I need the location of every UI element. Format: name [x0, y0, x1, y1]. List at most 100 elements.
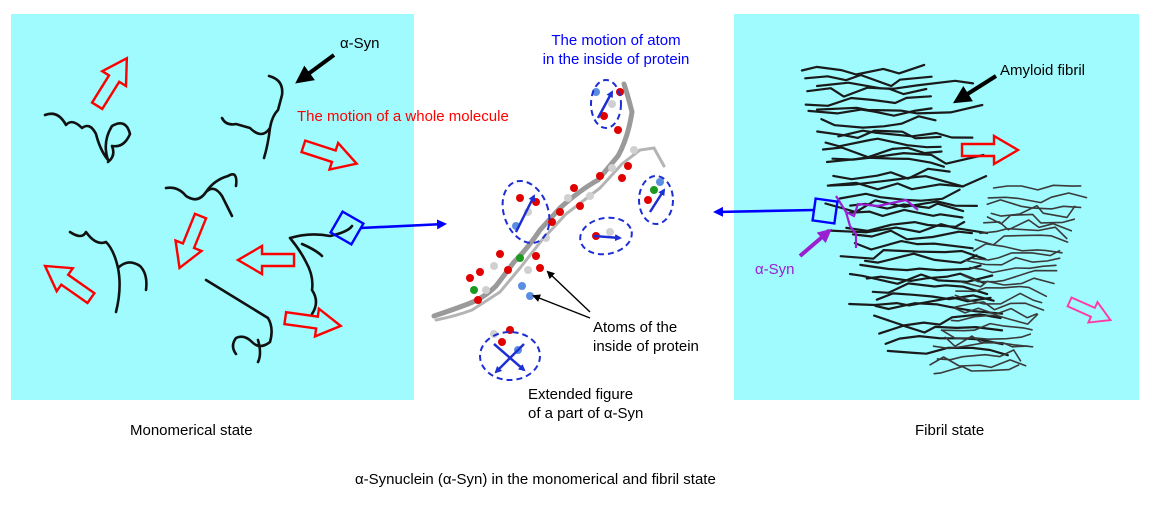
monomer-chain — [43, 112, 132, 164]
fibril-strand — [851, 229, 973, 241]
motion-arrow — [35, 253, 101, 311]
fibril-strand — [821, 146, 943, 159]
atom-motion-ring — [638, 175, 674, 225]
fibril-strand — [804, 95, 932, 107]
motion-arrow — [84, 49, 140, 115]
fibril-strand — [848, 272, 994, 285]
fibril-strand — [874, 302, 1004, 315]
fibril-strand — [954, 292, 1043, 305]
fibril-strand — [826, 175, 988, 188]
fibril-strand — [964, 256, 1061, 266]
link-arrow-right — [713, 206, 815, 217]
label-atoms-inside: Atoms of the inside of protein — [593, 318, 699, 356]
whole-molecule-motion-arrows — [35, 49, 363, 341]
monomer-chain — [288, 224, 354, 316]
pointer-arrow-amyloid — [952, 74, 998, 104]
fibril-strand — [884, 335, 1004, 346]
amyloid-fibril-secondary — [929, 184, 1088, 375]
fibril-strand — [829, 181, 964, 191]
fibril-strand — [972, 249, 1061, 261]
zoom-box-left — [328, 209, 366, 247]
monomer-panel — [11, 14, 414, 400]
fibril-strand — [954, 307, 1038, 319]
fibril-strand — [859, 263, 982, 272]
fibril-strand — [865, 272, 986, 285]
fibril-strand — [990, 204, 1076, 219]
extended-protein-figure — [431, 79, 674, 381]
fibril-strand — [987, 192, 1088, 204]
amyloid-fibril — [800, 63, 1009, 357]
label-extended-figure-line1: Extended figure — [528, 386, 634, 403]
motion-arrow — [1064, 290, 1116, 332]
label-atom-motion-line2: in the inside of protein — [542, 51, 690, 68]
zoom-box-right — [811, 197, 839, 225]
fibril-strand — [820, 115, 937, 129]
monomer-chain — [220, 74, 284, 160]
fibril-strand — [804, 73, 933, 88]
fibril-strand — [940, 329, 1032, 340]
label-fibril-state: Fibril state — [915, 422, 985, 439]
figure-caption: α-Synuclein (α-Syn) in the monomerical a… — [355, 471, 716, 488]
motion-arrow — [236, 244, 296, 276]
fibril-strand — [847, 208, 964, 219]
fibril-strand — [972, 243, 1063, 254]
label-extended-figure-line2: of a part of α-Syn — [528, 405, 644, 422]
label-atom-motion-line1: The motion of atom — [551, 32, 681, 49]
fibril-strand — [979, 226, 1068, 240]
label-atom-motion: The motion of atom in the inside of prot… — [516, 31, 716, 69]
atom-motion-arrows — [493, 90, 666, 374]
fibril-strand — [871, 282, 989, 296]
label-atoms-inside-line1: Atoms of the — [593, 319, 678, 336]
fibril-strand — [837, 129, 974, 139]
monomer-chain — [164, 173, 238, 218]
label-amyloid-fibril: Amyloid fibril — [1000, 62, 1086, 79]
zoom-link-left — [328, 209, 447, 247]
fibril-strand — [955, 285, 1048, 298]
atom-motion-ring — [501, 180, 551, 244]
fibril-strand — [832, 167, 951, 181]
fibril-strand — [929, 356, 1027, 369]
atom-motion-rings — [479, 79, 674, 381]
label-asyn-top: α-Syn — [340, 35, 380, 52]
fibril-strand — [962, 269, 1058, 283]
fibril-strand — [936, 349, 1022, 362]
fibril-strand — [878, 324, 1004, 335]
fibril-strand — [807, 107, 933, 117]
label-extended-figure: Extended figure of a part of α-Syn — [528, 385, 643, 423]
label-asyn-right: α-Syn — [755, 261, 795, 278]
motion-arrow — [960, 134, 1020, 166]
label-monomerical-state: Monomerical state — [130, 422, 253, 439]
fibril-strand — [960, 277, 1055, 288]
fibril-strand — [845, 220, 966, 232]
fibril-strand — [950, 313, 1039, 325]
atom-pointer-arrows — [532, 270, 591, 319]
fibril-strand — [974, 234, 1069, 246]
motion-arrow — [165, 209, 215, 275]
fibril-strand — [992, 184, 1082, 191]
monomer-chain — [204, 278, 273, 364]
label-atoms-inside-line2: inside of protein — [593, 338, 699, 355]
atom-motion-ring — [590, 79, 622, 129]
atom-motion-ring — [579, 216, 633, 256]
fibril-strand — [983, 219, 1073, 232]
atoms — [466, 88, 664, 354]
motion-arrow — [297, 131, 363, 179]
fibril-strand — [848, 296, 992, 307]
fibril-strand — [969, 264, 1057, 274]
fibril-strand — [875, 292, 995, 302]
pointer-arrow-asyn-right — [798, 228, 832, 258]
atom-motion-ring — [479, 331, 541, 381]
fibril-strand — [839, 249, 987, 261]
fibril-strand — [831, 152, 985, 165]
label-whole-molecule-motion: The motion of a whole molecule — [297, 108, 509, 125]
fibril-strand — [826, 223, 989, 235]
monomer-chains — [43, 74, 354, 364]
fibril-strand — [954, 301, 1045, 311]
fibril-strand — [853, 240, 974, 251]
fibril-strand — [806, 86, 928, 98]
fibril-strand — [816, 79, 975, 90]
monomer-chain — [68, 230, 148, 314]
fibril-strand — [800, 63, 926, 76]
fibril-strand — [863, 252, 978, 264]
